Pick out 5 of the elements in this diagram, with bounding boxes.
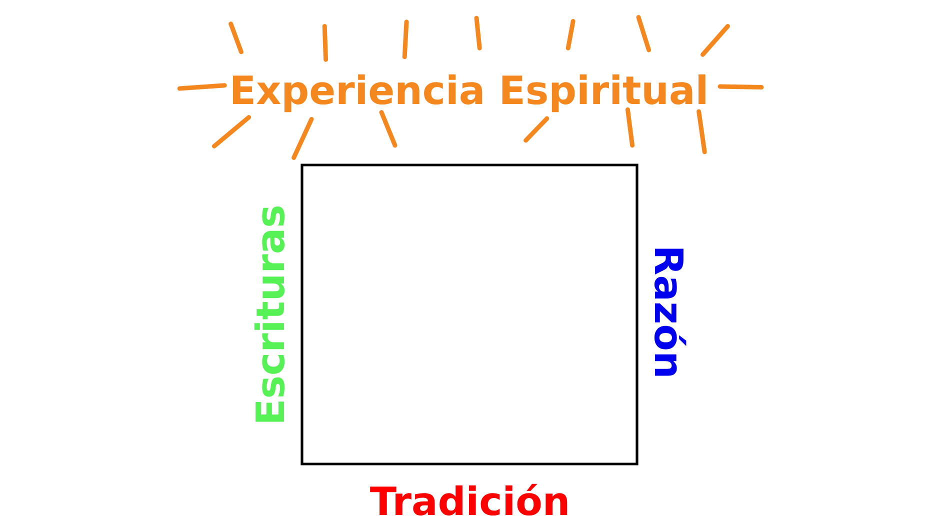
side-label: Escrituras: [254, 206, 285, 422]
side-label: Razón: [654, 248, 686, 376]
side-label: Experiencia Espiritual: [232, 74, 706, 112]
square: [300, 164, 638, 466]
side-label: Tradición: [370, 484, 568, 516]
